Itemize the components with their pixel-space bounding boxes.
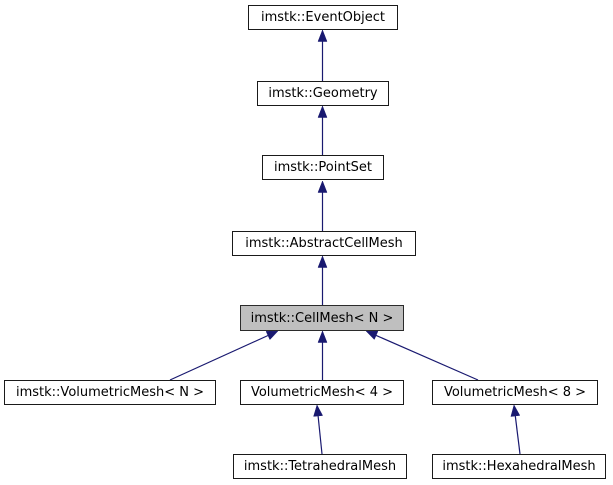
class-node-event-object[interactable]: imstk::EventObject (248, 5, 398, 30)
edge-abstractcellmesh-to-pointset (317, 180, 328, 231)
class-node-volumetric-mesh-n[interactable]: imstk::VolumetricMesh< N > (4, 380, 216, 405)
arrow-shaft (375, 334, 479, 381)
arrow-head-icon (317, 180, 328, 193)
class-node-label: imstk::EventObject (260, 10, 385, 25)
class-node-tetrahedral-mesh[interactable]: imstk::TetrahedralMesh (233, 454, 407, 479)
class-node-label: imstk::TetrahedralMesh (243, 459, 397, 474)
arrow-head-icon (317, 105, 328, 118)
arrow-head-icon (317, 255, 328, 268)
class-node-cell-mesh-current: imstk::CellMesh< N > (240, 305, 404, 331)
class-node-label: VolumetricMesh< 4 > (250, 385, 394, 400)
edge-geometry-to-eventobject (317, 29, 328, 81)
arrow-head-icon (265, 330, 279, 341)
edge-volumetricmesh4-to-cellmesh (317, 330, 328, 380)
edge-tetrahedralmesh-to-volumetricmesh4 (313, 404, 323, 455)
arrow-shaft (514, 415, 521, 455)
class-node-label: VolumetricMesh< 8 > (443, 385, 587, 400)
arrow-head-icon (365, 330, 379, 340)
arrow-head-icon (510, 404, 521, 417)
edge-volumetricmesh8-to-cellmesh (365, 330, 479, 381)
class-node-geometry[interactable]: imstk::Geometry (257, 81, 389, 106)
class-node-label: imstk::PointSet (273, 160, 373, 175)
class-node-label: imstk::Geometry (268, 86, 378, 101)
class-node-volumetric-mesh-8[interactable]: VolumetricMesh< 8 > (432, 380, 598, 405)
edge-volumetricmeshN-to-cellmesh (169, 330, 279, 381)
edge-pointset-to-geometry (317, 105, 328, 155)
edge-hexahedralmesh-to-volumetricmesh8 (510, 404, 521, 455)
arrow-head-icon (317, 29, 328, 42)
class-node-abstract-cell-mesh[interactable]: imstk::AbstractCellMesh (232, 231, 416, 256)
class-node-label: imstk::CellMesh< N > (250, 310, 394, 326)
class-node-volumetric-mesh-4[interactable]: VolumetricMesh< 4 > (240, 380, 404, 405)
arrow-shaft (169, 334, 269, 381)
class-node-point-set[interactable]: imstk::PointSet (262, 155, 384, 180)
class-node-label: imstk::AbstractCellMesh (245, 236, 403, 251)
arrow-head-icon (313, 404, 323, 417)
edge-cellmesh-to-abstractcellmesh (317, 255, 328, 305)
arrow-head-icon (317, 330, 328, 343)
class-node-hexahedral-mesh[interactable]: imstk::HexahedralMesh (432, 454, 606, 479)
class-node-label: imstk::HexahedralMesh (442, 459, 596, 474)
arrow-shaft (317, 415, 323, 455)
class-node-label: imstk::VolumetricMesh< N > (16, 385, 204, 400)
